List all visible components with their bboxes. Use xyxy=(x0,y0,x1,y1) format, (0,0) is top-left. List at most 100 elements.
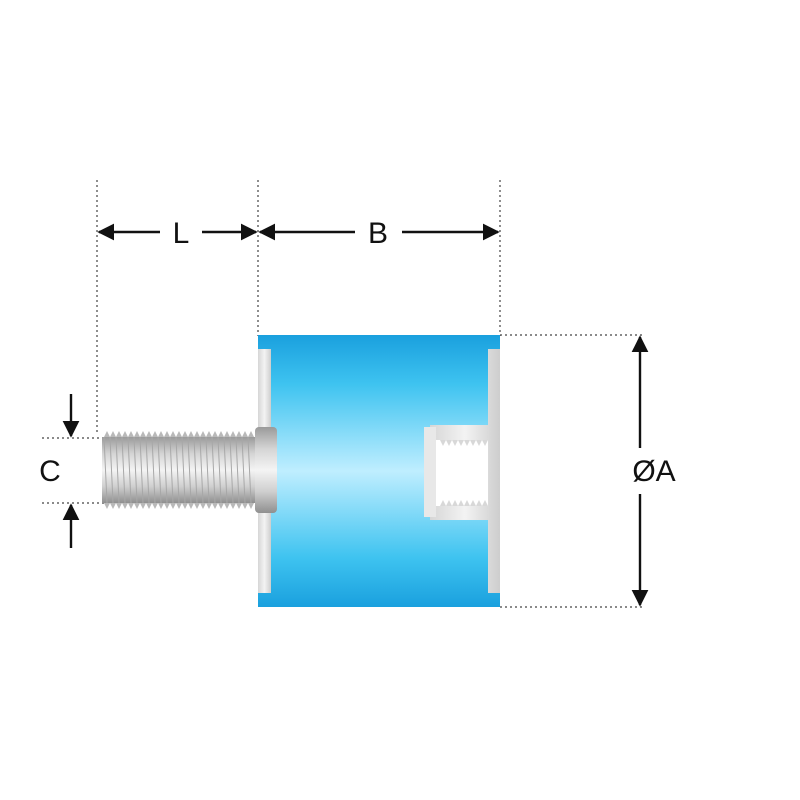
stud-thread-tooth xyxy=(212,503,218,509)
rubber-body xyxy=(258,335,500,607)
internal-thread-tooth xyxy=(482,500,488,506)
stud-thread-tooth xyxy=(170,503,176,509)
stud-thread-line xyxy=(157,436,162,504)
stud-thread-line xyxy=(241,436,246,504)
stud-thread-tooth xyxy=(224,503,230,509)
internal-thread-tooth xyxy=(476,500,482,506)
stud-thread-tooth xyxy=(152,503,158,509)
stud-thread-tooth xyxy=(158,503,164,509)
stud-thread-line xyxy=(133,436,138,504)
stud-thread-tooth xyxy=(224,431,230,437)
stud-thread-tooth xyxy=(104,431,110,437)
stud-thread-tooth xyxy=(122,431,128,437)
stud-thread-line xyxy=(235,436,240,504)
internal-threads xyxy=(440,440,488,506)
stud-thread-line xyxy=(109,436,114,504)
stud-thread-line xyxy=(139,436,144,504)
stud-thread-tooth xyxy=(122,503,128,509)
internal-thread-tooth xyxy=(464,440,470,446)
stud-thread-line xyxy=(247,436,252,504)
stud-thread-line xyxy=(169,436,174,504)
stud-shank xyxy=(102,437,258,503)
stud-thread-line xyxy=(181,436,186,504)
internal-thread-tooth xyxy=(458,500,464,506)
internal-thread-tooth xyxy=(452,500,458,506)
internal-thread-tooth xyxy=(446,500,452,506)
internal-thread-tooth xyxy=(440,500,446,506)
stud-thread-line xyxy=(205,436,210,504)
stud-thread-tooth xyxy=(158,431,164,437)
stud-thread-tooth xyxy=(182,431,188,437)
stud-thread-line xyxy=(103,436,108,504)
stud-thread-tooth xyxy=(104,503,110,509)
stud-thread-tooth xyxy=(200,431,206,437)
stud-thread-tooth xyxy=(140,431,146,437)
stud-thread-tooth xyxy=(230,503,236,509)
stud-thread-line xyxy=(199,436,204,504)
extension-guides xyxy=(42,180,642,608)
internal-thread-tooth xyxy=(446,440,452,446)
stud-thread-tooth xyxy=(188,431,194,437)
stud-thread-tooth xyxy=(146,431,152,437)
internal-thread-liner xyxy=(424,427,436,517)
stud-thread-tooth xyxy=(236,503,242,509)
stud-thread-line xyxy=(187,436,192,504)
stud-thread-tooth xyxy=(164,431,170,437)
stud-thread-line xyxy=(211,436,216,504)
internal-thread-tooth xyxy=(464,500,470,506)
stud-thread-tooth xyxy=(206,431,212,437)
internal-thread-tooth xyxy=(476,440,482,446)
internal-thread-cavity xyxy=(436,440,488,506)
stud-thread-tooth xyxy=(182,503,188,509)
stud-thread-tooth xyxy=(134,431,140,437)
stud-thread-tooth xyxy=(152,431,158,437)
stud-thread-line xyxy=(115,436,120,504)
stud-thread-tooth xyxy=(236,431,242,437)
stud-thread-tooth xyxy=(242,503,248,509)
internal-thread-tooth xyxy=(470,440,476,446)
stud-thread-tooth xyxy=(248,503,254,509)
stud-thread-line xyxy=(217,436,222,504)
stud-thread-line xyxy=(163,436,168,504)
internal-thread-tooth xyxy=(482,440,488,446)
stud-thread-line xyxy=(145,436,150,504)
internal-thread-tooth xyxy=(470,500,476,506)
stud-thread-tooth xyxy=(248,431,254,437)
stud-thread-line xyxy=(121,436,126,504)
stud-thread-tooth xyxy=(194,431,200,437)
stud-thread-tooth xyxy=(116,431,122,437)
stud-thread-tooth xyxy=(194,503,200,509)
dimension-b-label: B xyxy=(368,217,388,250)
stud-thread-tooth xyxy=(218,503,224,509)
stud-thread-line xyxy=(127,436,132,504)
stud-threads xyxy=(103,431,254,509)
stud-thread-tooth xyxy=(128,503,134,509)
stud-thread-tooth xyxy=(218,431,224,437)
stud-thread-tooth xyxy=(110,431,116,437)
stud-thread-tooth xyxy=(200,503,206,509)
internal-thread-tooth xyxy=(440,440,446,446)
stud-thread-tooth xyxy=(164,503,170,509)
stud-thread-tooth xyxy=(146,503,152,509)
stud-thread-tooth xyxy=(116,503,122,509)
dimension-l-label: L xyxy=(173,217,190,250)
dimension-a-label: ØA xyxy=(632,455,675,488)
stud-thread-line xyxy=(193,436,198,504)
stud-thread-tooth xyxy=(188,503,194,509)
internal-thread-tooth xyxy=(452,440,458,446)
threaded-stud xyxy=(102,427,277,513)
dimension-c-label: C xyxy=(39,455,61,488)
stud-thread-tooth xyxy=(212,431,218,437)
stud-thread-line xyxy=(175,436,180,504)
stud-thread-line xyxy=(151,436,156,504)
stud-thread-line xyxy=(229,436,234,504)
internal-thread-tooth xyxy=(458,440,464,446)
stud-thread-tooth xyxy=(170,431,176,437)
stud-thread-tooth xyxy=(176,431,182,437)
stud-thread-tooth xyxy=(134,503,140,509)
stud-thread-tooth xyxy=(206,503,212,509)
stud-thread-tooth xyxy=(128,431,134,437)
stud-thread-line xyxy=(223,436,228,504)
stud-shoulder xyxy=(255,427,277,513)
